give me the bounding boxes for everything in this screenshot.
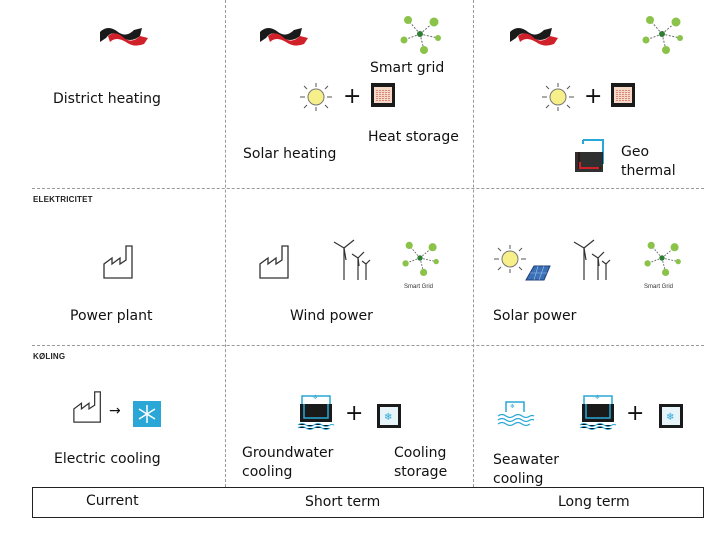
row-divider-2: [32, 345, 704, 346]
label-solar-power: Solar power: [493, 308, 577, 324]
heat-storage-icon: [371, 83, 395, 107]
cooling-storage-icon: ❄: [659, 404, 683, 428]
svg-text:❄: ❄: [666, 412, 674, 423]
column-divider-2: [473, 0, 474, 487]
timeline-long-term: Long term: [558, 494, 630, 510]
geothermal-icon: [575, 139, 604, 172]
label-cooling-storage: Cooling storage: [394, 445, 448, 480]
cooling-storage-icon: ❄: [377, 404, 401, 428]
row-divider-1: [32, 188, 704, 189]
svg-text:❄: ❄: [510, 403, 515, 410]
wind-turbine-icon: [573, 239, 611, 280]
label-electric-cooling: Electric cooling: [54, 451, 161, 467]
plus-icon: +: [345, 401, 364, 426]
svg-text:❄: ❄: [313, 394, 318, 401]
smart-grid-icon: [402, 241, 439, 276]
label-seawater-cooling: Seawater cooling: [493, 452, 559, 487]
solar-panel-icon: [525, 265, 551, 281]
factory-icon: [259, 245, 289, 279]
sun-icon: [494, 245, 526, 273]
sun-icon: [300, 83, 332, 111]
district-heating-logo-icon: [260, 28, 308, 46]
smart-grid-icon: [642, 16, 683, 54]
label-wind-power: Wind power: [290, 308, 373, 324]
factory-icon: [103, 245, 133, 279]
label-groundwater-cooling: Groundwater cooling: [242, 445, 334, 480]
smart-grid-icon: [400, 16, 441, 54]
groundwater-cooling-icon: ❄: [297, 394, 335, 430]
plus-icon: +: [626, 401, 645, 426]
timeline-short-term: Short term: [305, 494, 381, 510]
label-heat-storage: Heat storage: [368, 129, 459, 145]
timeline-bar: [32, 487, 704, 518]
sun-icon: [542, 83, 574, 111]
timeline-current: Current: [86, 493, 139, 509]
label-smart-grid: Smart grid: [370, 60, 445, 76]
snowflake-icon: [133, 401, 161, 427]
label-solar-heating: Solar heating: [243, 146, 337, 162]
svg-text:❄: ❄: [595, 394, 600, 401]
arrow-right-icon: →: [109, 403, 121, 419]
district-heating-logo-icon: [510, 28, 558, 46]
label-district-heating: District heating: [53, 91, 161, 107]
smart-grid-caption: Smart Grid: [644, 284, 674, 290]
factory-icon: [73, 391, 101, 423]
column-divider-1: [225, 0, 226, 487]
wind-turbine-icon: [333, 239, 371, 280]
plus-icon: +: [584, 84, 603, 109]
seawater-cooling-icon: ❄: [497, 401, 535, 427]
label-geo-thermal: Geo thermal: [621, 144, 676, 179]
heat-storage-icon: [611, 83, 635, 107]
smart-grid-caption: Smart Grid: [404, 284, 434, 290]
district-heating-logo-icon: [100, 28, 148, 46]
label-power-plant: Power plant: [70, 308, 153, 324]
groundwater-cooling-icon: ❄: [579, 394, 617, 430]
svg-text:❄: ❄: [384, 412, 392, 423]
section-electricity: ELEKTRICITET: [33, 195, 93, 204]
section-cooling: KØLING: [33, 352, 66, 361]
plus-icon: +: [343, 84, 362, 109]
smart-grid-icon: [644, 241, 681, 276]
